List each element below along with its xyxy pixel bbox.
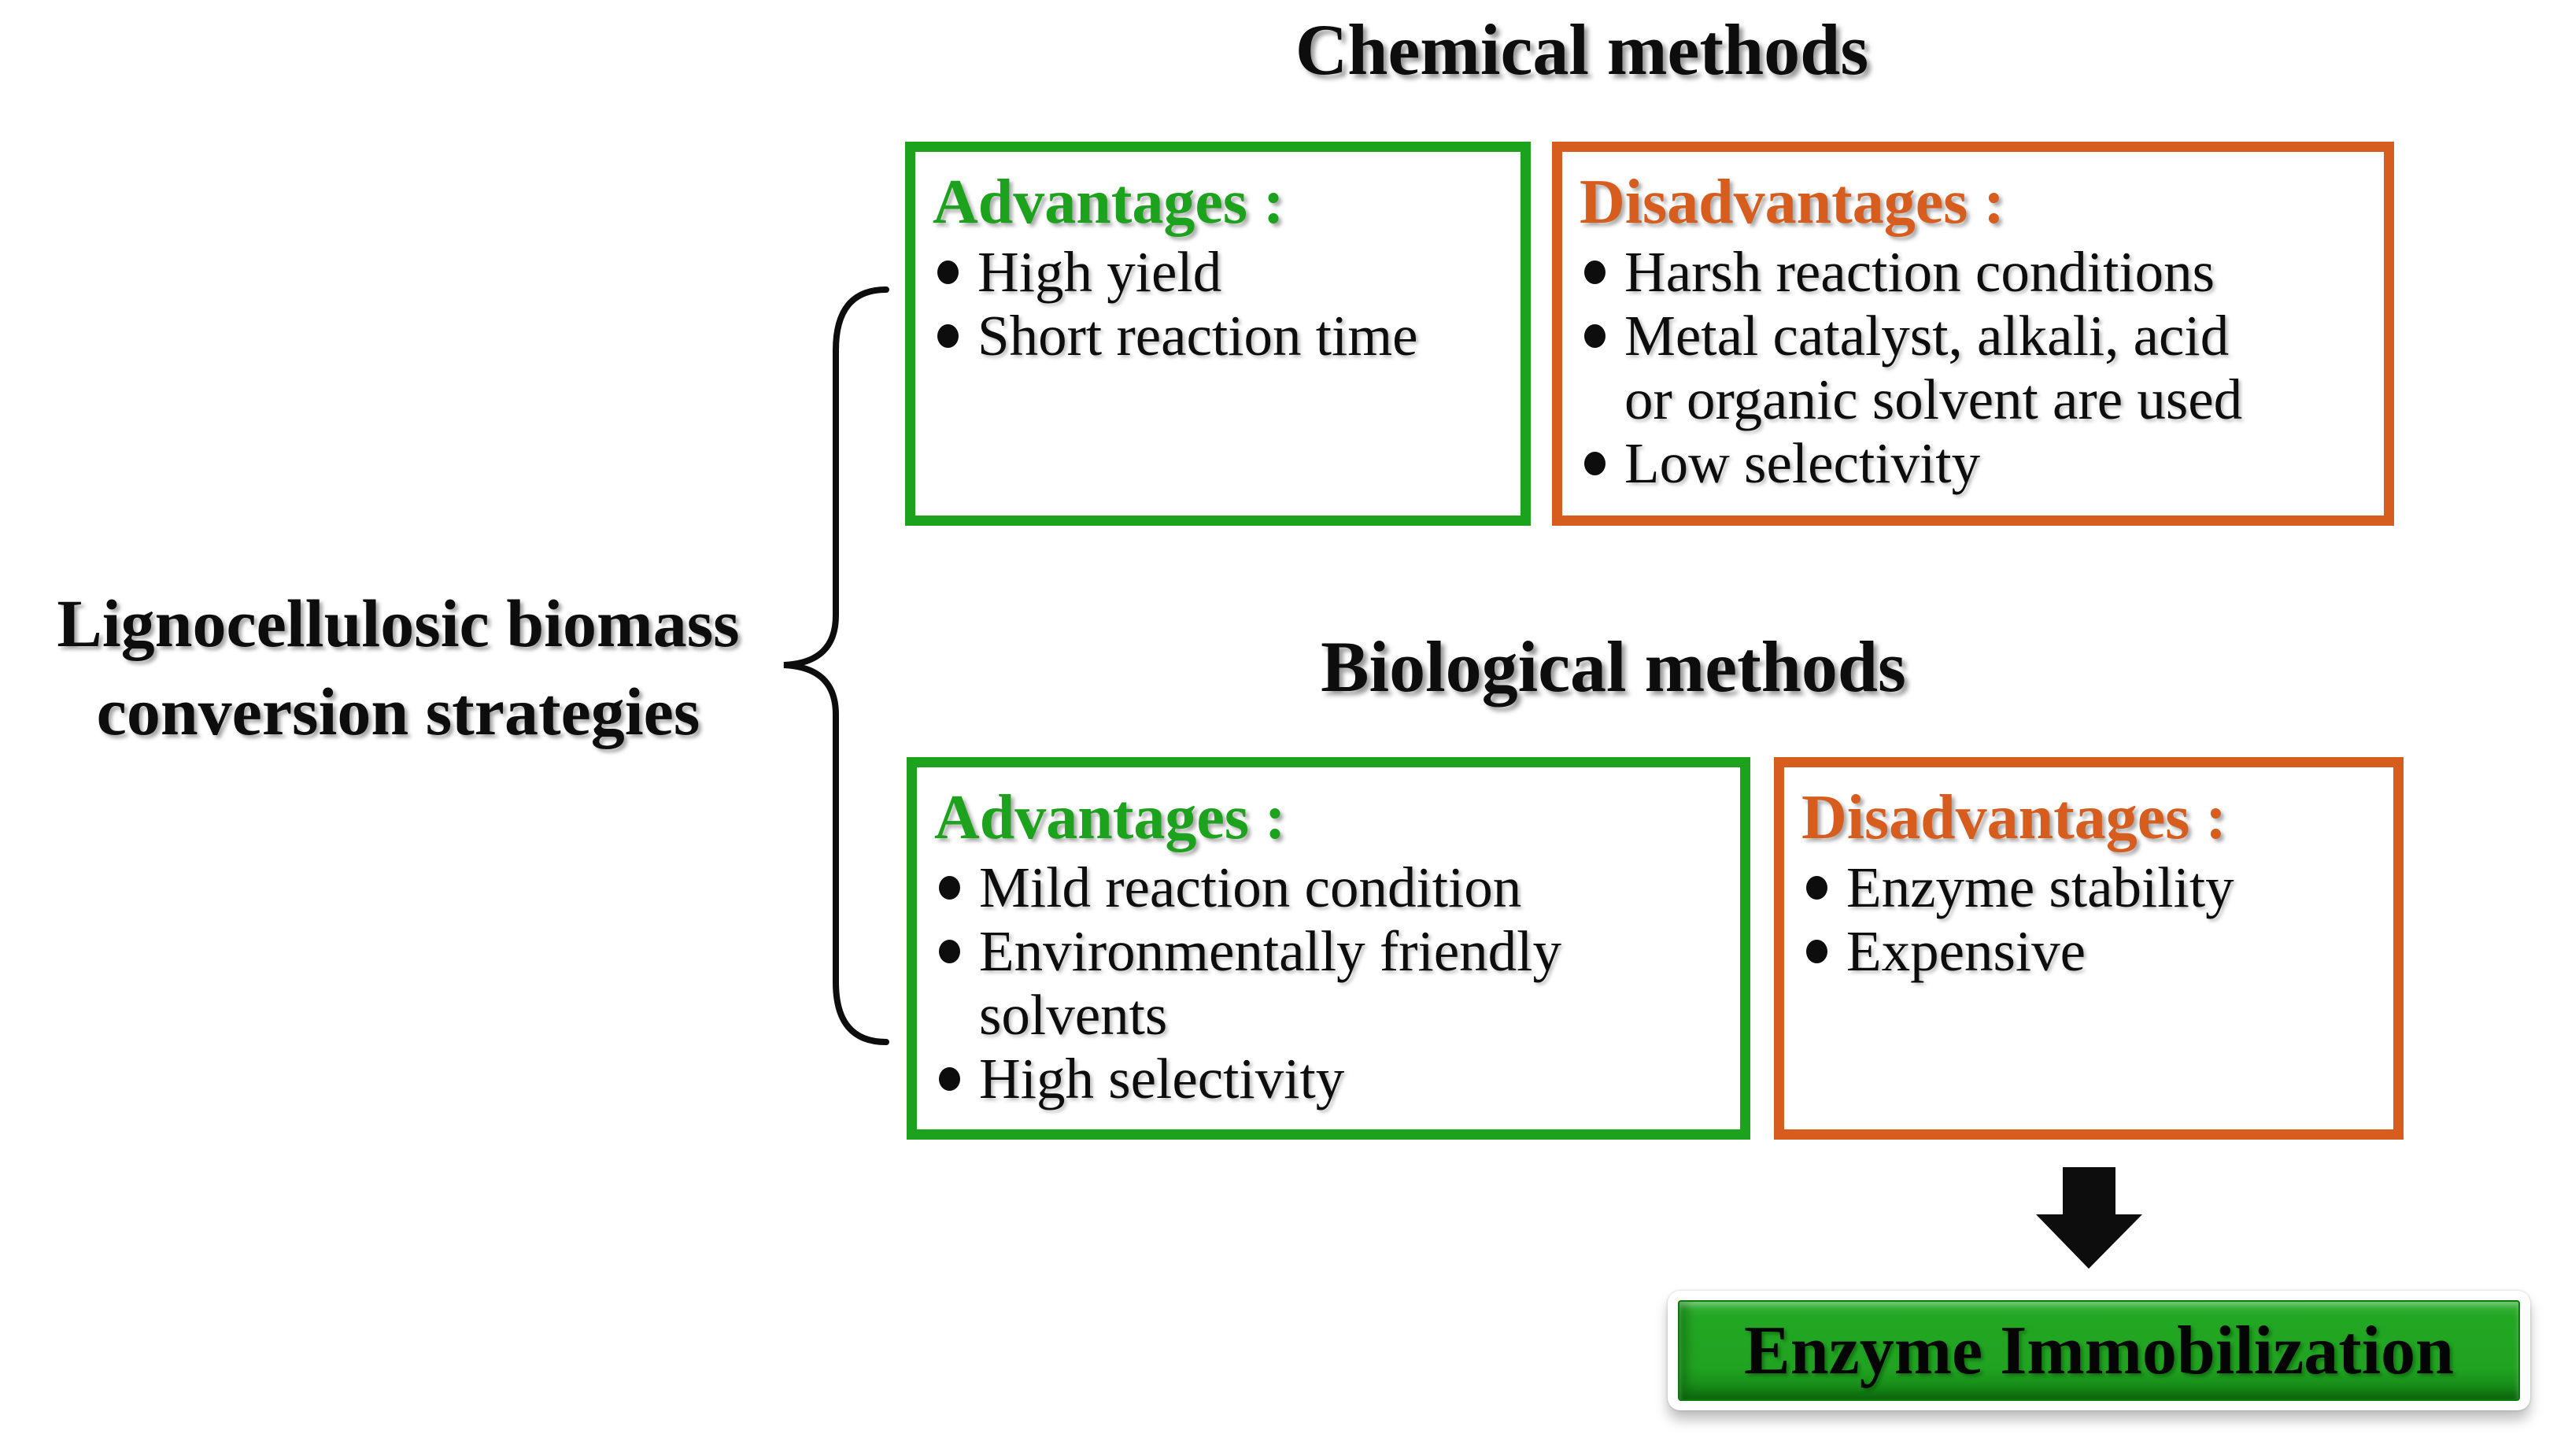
bullet-icon [1806, 940, 1827, 963]
bullet-label: Metal catalyst, alkali, acid or organic … [1624, 304, 2243, 431]
list-item: Expensive [1801, 919, 2382, 983]
bullet-label: Mild reaction condition [979, 855, 1522, 919]
biological-disadvantages-box: Disadvantages : Enzyme stability Expensi… [1774, 757, 2404, 1140]
list-item: Short reaction time [933, 304, 1509, 368]
list-item: Metal catalyst, alkali, acid or organic … [1580, 304, 2373, 431]
enzyme-immobilization-box-fill: Enzyme Immobilization [1678, 1300, 2520, 1401]
bullet-label: Short reaction time [977, 304, 1418, 368]
list-item: Mild reaction condition [934, 855, 1729, 919]
list-item: Environmentally friendly solvents [934, 919, 1729, 1047]
bullet-icon [1584, 261, 1606, 284]
bullet-label: Environmentally friendly solvents [979, 919, 1561, 1047]
bullet-label: High yield [977, 240, 1222, 304]
chemical-advantages-heading: Advantages : [933, 168, 1284, 237]
bullet-icon [1584, 452, 1606, 475]
down-arrow-icon [2036, 1167, 2142, 1269]
bullet-label: Low selectivity [1624, 431, 1981, 495]
root-label: Lignocellulosic biomass conversion strat… [0, 579, 796, 756]
bullet-label: Expensive [1846, 919, 2086, 983]
bullet-label: Enzyme stability [1846, 855, 2234, 919]
root-label-line1: Lignocellulosic biomass [57, 586, 740, 661]
chemical-methods-title: Chemical methods [1295, 9, 1869, 90]
list-item: Enzyme stability [1801, 855, 2382, 919]
root-label-line2: conversion strategies [96, 674, 700, 749]
bullet-label: High selectivity [979, 1047, 1345, 1110]
list-item: High yield [933, 240, 1509, 304]
chemical-disadvantages-heading: Disadvantages : [1580, 168, 2005, 237]
bullet-icon [937, 324, 959, 348]
bullet-label: Harsh reaction conditions [1624, 240, 2215, 304]
list-item: High selectivity [934, 1047, 1729, 1110]
enzyme-immobilization-box: Enzyme Immobilization [1668, 1291, 2530, 1410]
chemical-disadvantages-box: Disadvantages : Harsh reaction condition… [1552, 142, 2394, 526]
chemical-advantages-box: Advantages : High yield Short reaction t… [905, 142, 1531, 526]
bullet-icon [937, 261, 959, 284]
bullet-icon [939, 940, 960, 963]
list-item: Harsh reaction conditions [1580, 240, 2373, 304]
curly-brace-icon [783, 286, 889, 1045]
enzyme-immobilization-label: Enzyme Immobilization [1744, 1312, 2454, 1389]
bullet-icon [1806, 876, 1827, 900]
list-item: Low selectivity [1580, 431, 2373, 495]
bullet-icon [939, 876, 960, 900]
biological-disadvantages-heading: Disadvantages : [1801, 783, 2227, 852]
biological-methods-title: Biological methods [1321, 626, 1906, 707]
biological-advantages-box: Advantages : Mild reaction condition Env… [907, 757, 1750, 1140]
bullet-icon [1584, 324, 1606, 348]
biological-advantages-heading: Advantages : [934, 783, 1286, 852]
bullet-icon [939, 1067, 960, 1091]
